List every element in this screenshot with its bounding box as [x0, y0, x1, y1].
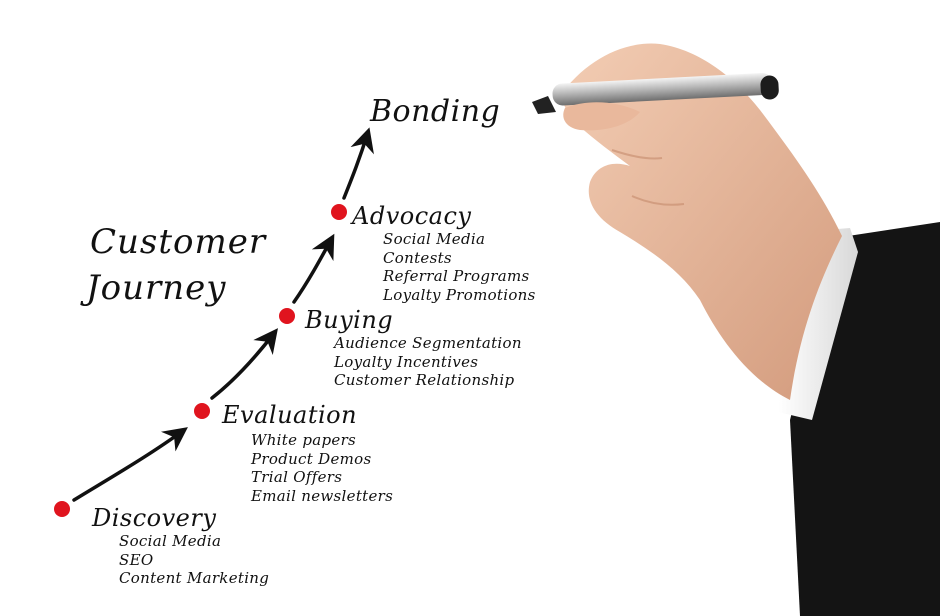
stage-label-buying: Buying [305, 306, 394, 334]
stage-dot-buying [279, 308, 295, 324]
stage-dot-discovery [54, 501, 70, 517]
stage-label-evaluation: Evaluation [222, 401, 358, 429]
list-item: SEO [119, 550, 154, 569]
stage-dot-evaluation [194, 403, 210, 419]
list-item: Social Media [383, 230, 486, 248]
pen-icon [532, 72, 779, 114]
stage-items-discovery: Social Media SEO Content Marketing [119, 532, 269, 588]
list-item: White papers [251, 431, 357, 449]
thumb [563, 102, 640, 131]
arrow-discovery-to-evaluation [72, 427, 188, 502]
stage-dot-advocacy [331, 204, 347, 220]
list-item: Loyalty Incentives [334, 352, 479, 371]
title-line-1: Customer [90, 222, 267, 262]
list-item: Audience Segmentation [334, 334, 522, 352]
arrow-advocacy-to-bonding [342, 127, 374, 200]
list-item: Customer Relationship [334, 371, 515, 389]
list-item: Contests [383, 248, 452, 267]
hand-holding-marker [532, 43, 940, 616]
list-item: Social Media [119, 532, 222, 550]
stage-label-advocacy: Advocacy [352, 202, 472, 230]
list-item: Email newsletters [251, 486, 394, 505]
list-item: Referral Programs [383, 267, 530, 285]
stage-items-buying: Audience Segmentation Loyalty Incentives… [334, 334, 522, 390]
title-line-2: Journey [86, 268, 227, 308]
arrow-buying-to-advocacy [292, 233, 335, 304]
arrow-evaluation-to-buying [210, 328, 278, 400]
list-item: Content Marketing [119, 569, 270, 587]
list-item: Product Demos [251, 449, 372, 468]
list-item: Trial Offers [251, 468, 343, 486]
stage-items-advocacy: Social Media Contests Referral Programs … [383, 230, 536, 304]
stage-items-evaluation: White papers Product Demos Trial Offers … [251, 431, 393, 505]
stage-label-bonding: Bonding [370, 94, 501, 129]
list-item: Loyalty Promotions [383, 285, 536, 304]
stage-label-discovery: Discovery [92, 504, 217, 532]
hand-shape [560, 43, 842, 400]
